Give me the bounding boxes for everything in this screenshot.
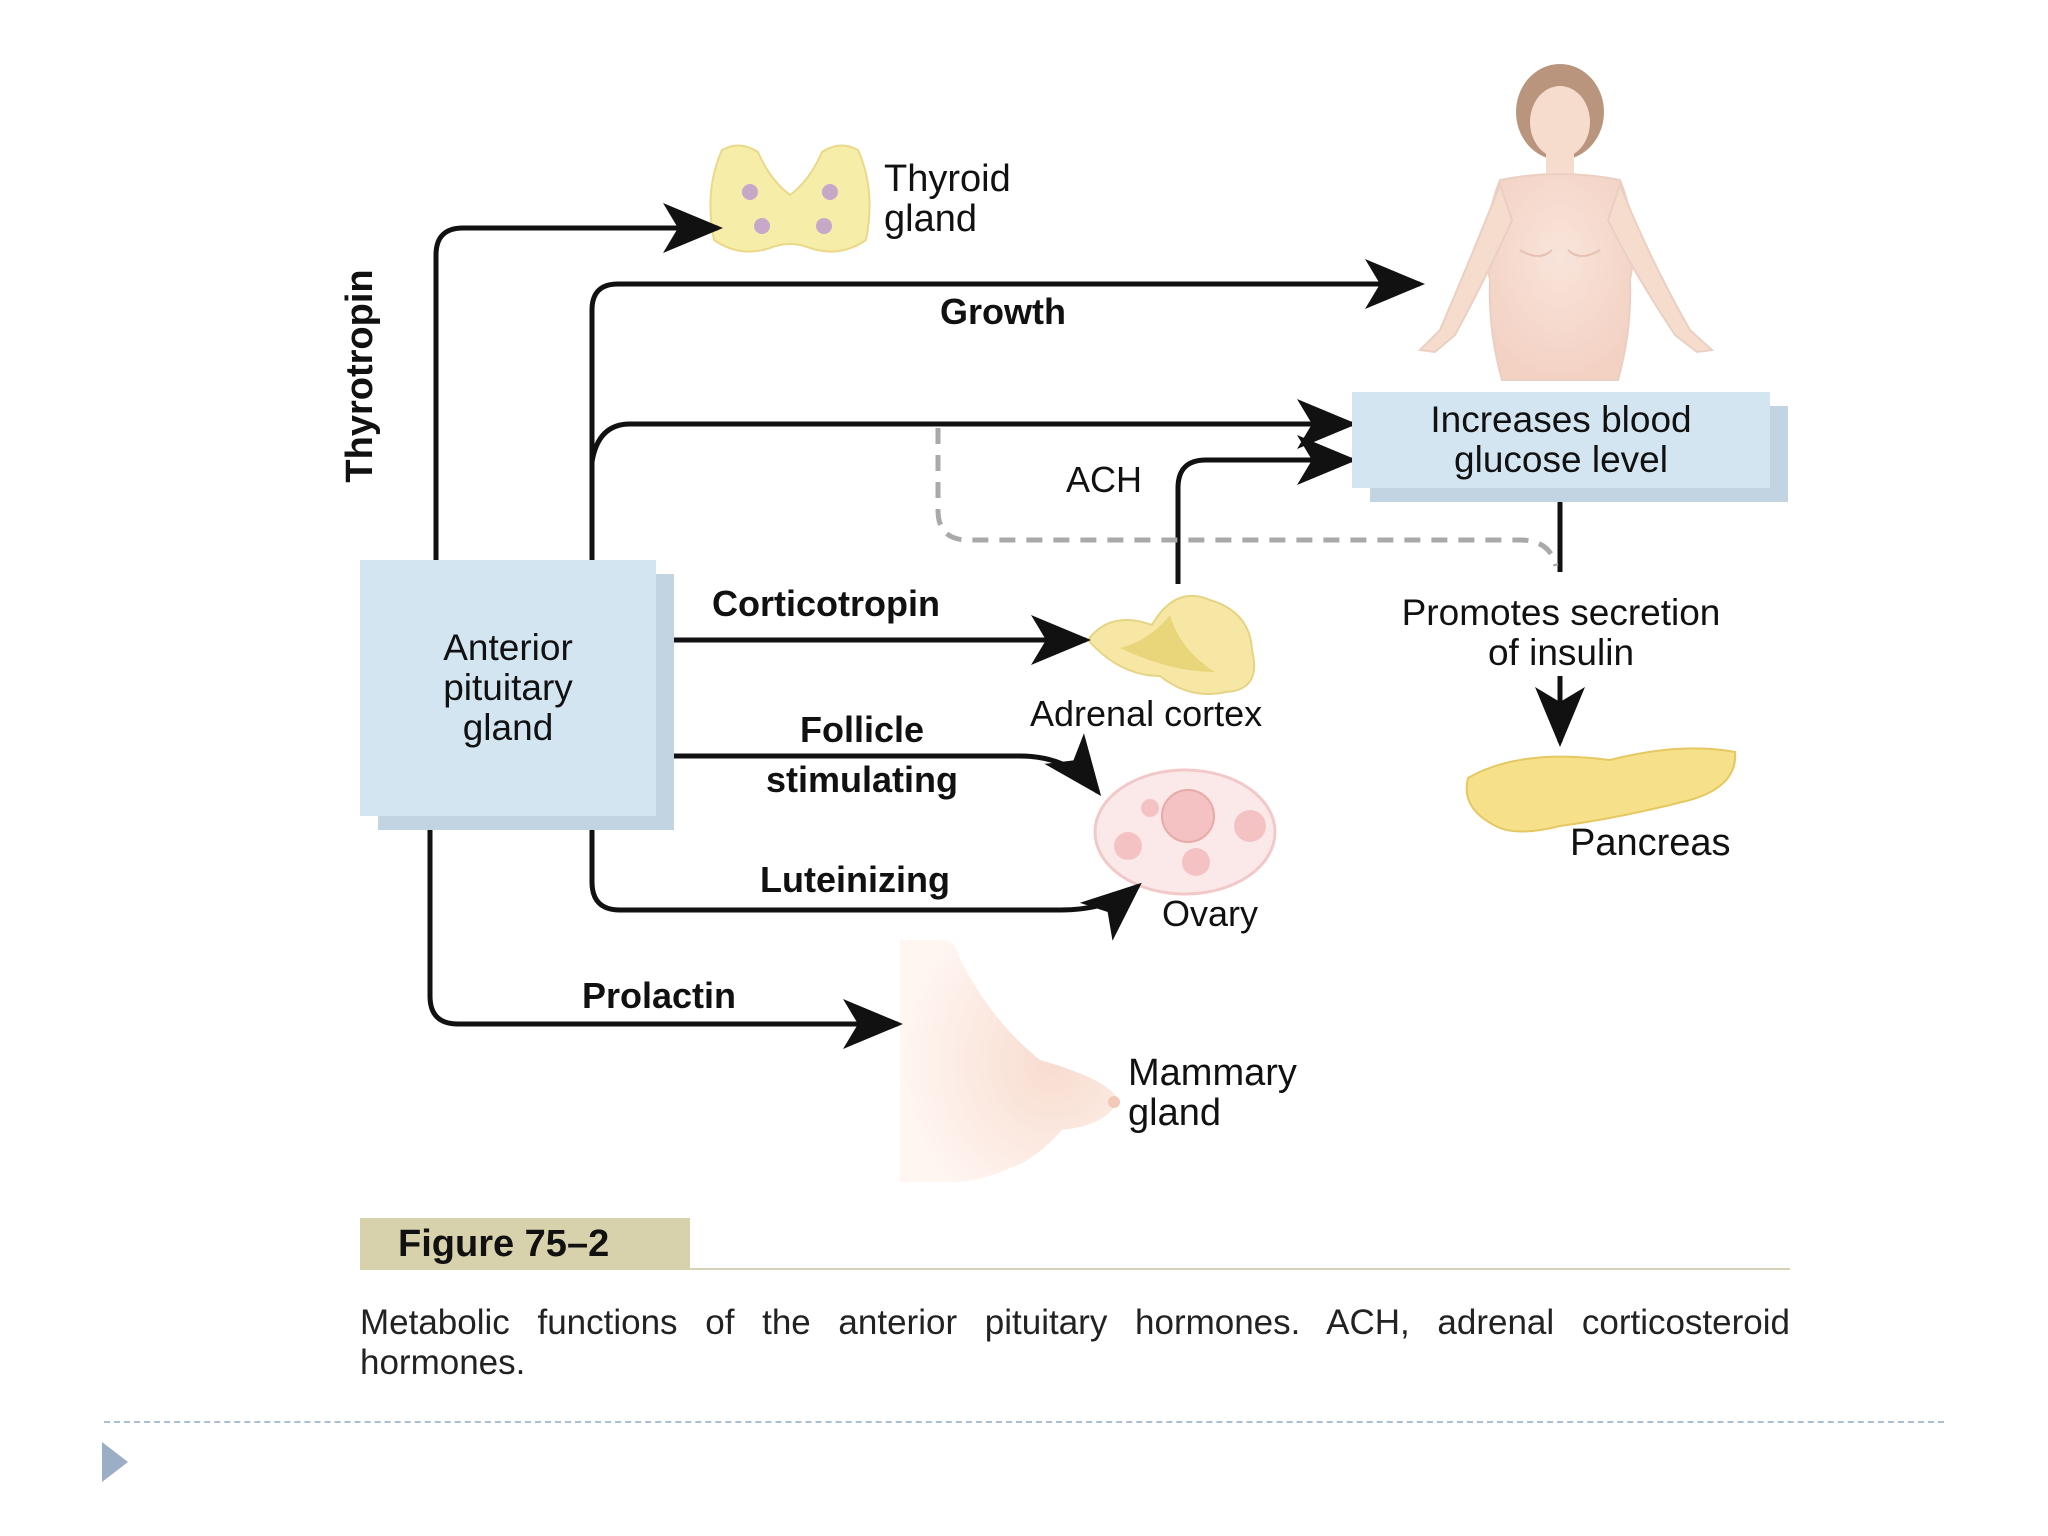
- luteinizing-arrow: [589, 818, 1142, 941]
- figure-rule: [690, 1268, 1790, 1270]
- luteinizing-label: Luteinizing: [760, 859, 950, 900]
- glucose-line-2: glucose level: [1454, 439, 1668, 480]
- glucose-line-1: Increases blood: [1430, 399, 1692, 440]
- adrenal-cortex-illustration: [1086, 595, 1256, 695]
- pancreas-illustration: [1465, 747, 1737, 833]
- thyrotropin-label: Thyrotropin: [339, 269, 381, 483]
- figure-tag: Figure 75–2: [360, 1218, 690, 1270]
- prolactin-label: Prolactin: [582, 975, 737, 1016]
- figure-caption: Metabolic functions of the anterior pitu…: [360, 1303, 1790, 1382]
- dashed-path: [935, 428, 1559, 567]
- follicle-stimulating-line-2: stimulating: [765, 759, 958, 800]
- ach-label: ACH: [1066, 459, 1143, 500]
- thyroid-label-line-2: gland: [884, 198, 977, 240]
- pancreas-label: Pancreas: [1570, 822, 1731, 864]
- insulin-effect-line-1: Promotes secretion: [1401, 592, 1721, 633]
- thyroid-label-line-1: Thyroid: [884, 158, 1011, 200]
- thyrotropin-arrow: [433, 203, 723, 562]
- corticotropin-label: Corticotropin: [712, 583, 940, 624]
- prolactin-arrow: [427, 818, 903, 1049]
- thyroid-gland-illustration: [709, 144, 871, 253]
- anterior-pituitary-box: Anterior pituitary gland: [360, 560, 656, 816]
- glucose-effect-box: Increases blood glucose level: [1352, 392, 1770, 488]
- growth-arrow: [589, 259, 1425, 562]
- triangle-bullet-icon: [102, 1442, 128, 1482]
- footer-divider: [104, 1421, 1944, 1423]
- breast-profile-illustration: [900, 940, 1120, 1182]
- growth-label: Growth: [940, 291, 1066, 332]
- follicle-stimulating-line-1: Follicle: [799, 709, 925, 750]
- insulin-effect-line-2: of insulin: [1487, 632, 1635, 673]
- adrenal-cortex-label: Adrenal cortex: [1030, 693, 1263, 734]
- anterior-pituitary-line-3: gland: [462, 707, 554, 748]
- follicle-arrow: [658, 733, 1102, 796]
- ovary-label: Ovary: [1162, 893, 1259, 934]
- mammary-label-line-2: gland: [1128, 1092, 1221, 1134]
- ach-arrow: [1175, 435, 1357, 584]
- human-figure-illustration: [1417, 64, 1715, 381]
- arrows: [427, 203, 1585, 1049]
- ovary-illustration: [1093, 768, 1277, 896]
- mammary-label-line-1: Mammary: [1128, 1052, 1297, 1094]
- glucose-arrow: [589, 399, 1357, 463]
- anterior-pituitary-line-2: pituitary: [443, 667, 573, 708]
- anterior-pituitary-line-1: Anterior: [443, 627, 573, 668]
